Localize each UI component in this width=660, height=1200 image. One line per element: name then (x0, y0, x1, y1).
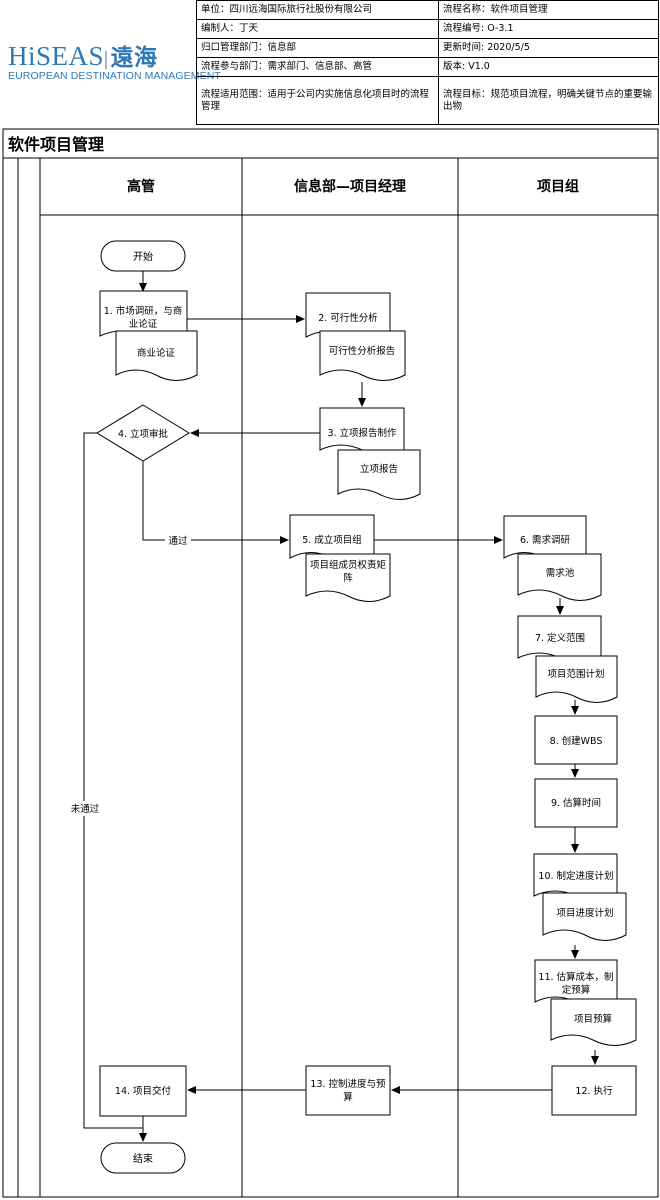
svg-text:2. 可行性分析: 2. 可行性分析 (318, 312, 378, 324)
label-fail: 未通过 (71, 803, 100, 815)
company-logo: HiSEAS|遠海 EUROPEAN DESTINATION MANAGEMEN… (0, 0, 221, 125)
diagram-frame (2, 128, 659, 1198)
step-1-market-research: 1. 市场调研，与商 业论证 (99, 290, 188, 342)
svg-text:3. 立项报告制作: 3. 立项报告制作 (327, 427, 397, 439)
logo-tagline: EUROPEAN DESTINATION MANAGEMENT (8, 70, 221, 82)
svg-text:项目进度计划: 项目进度计划 (556, 907, 613, 919)
step-12-execute: 12. 执行 (551, 1065, 637, 1116)
svg-text:业论证: 业论证 (129, 318, 158, 330)
logo-brand: HiSEAS|遠海 (8, 41, 158, 71)
step-8-create-wbs: 8. 创建WBS (534, 715, 618, 765)
svg-text:开始: 开始 (133, 250, 153, 263)
lane-header-executives: 高管 (127, 178, 155, 195)
doc-requirements-pool: 需求池 (517, 553, 602, 601)
step-4-approval-decision: 4. 立项审批 (96, 404, 190, 462)
arrow-4-pass-to-5 (142, 461, 289, 544)
svg-text:算: 算 (343, 1091, 353, 1103)
step-13-control-schedule-budget: 13. 控制进度与预 算 (305, 1065, 391, 1116)
doc-business-case: 商业论证 (115, 330, 198, 381)
svg-text:12. 执行: 12. 执行 (575, 1085, 613, 1097)
doc-budget: 项目预算 (550, 998, 637, 1046)
doc-schedule-plan: 项目进度计划 (542, 892, 627, 941)
step-14-project-delivery: 14. 项目交付 (99, 1065, 187, 1117)
svg-text:阵: 阵 (343, 572, 353, 584)
svg-text:8. 创建WBS: 8. 创建WBS (550, 735, 603, 747)
svg-text:立项报告: 立项报告 (360, 463, 398, 475)
arrow-4-fail-loop (83, 432, 147, 1142)
doc-scope-plan: 项目范围计划 (535, 655, 618, 703)
step-9-estimate-time: 9. 估算时间 (534, 778, 618, 828)
start-node: 开始 (100, 240, 186, 272)
svg-text:7. 定义范围: 7. 定义范围 (535, 632, 585, 644)
doc-project-report: 立项报告 (337, 449, 421, 500)
svg-text:11. 估算成本，制: 11. 估算成本，制 (538, 971, 613, 983)
svg-text:14. 项目交付: 14. 项目交付 (115, 1085, 172, 1097)
svg-text:项目范围计划: 项目范围计划 (547, 668, 604, 680)
lane-header-it-pm: 信息部—项目经理 (294, 178, 406, 195)
process-info-table: 单位：四川远海国际旅行社股份有限公司 流程名称：软件项目管理 编制人：丁天 流程… (196, 0, 659, 125)
lane-header-project-team: 项目组 (537, 178, 579, 195)
goal-cell: 流程目标：规范项目流程，明确关键节点的重要输出物 (438, 76, 659, 125)
diagram-title: 软件项目管理 (8, 135, 104, 154)
end-node: 结束 (100, 1142, 186, 1174)
svg-text:定预算: 定预算 (562, 984, 591, 996)
svg-text:结束: 结束 (133, 1152, 153, 1165)
svg-text:4. 立项审批: 4. 立项审批 (118, 428, 169, 440)
step-3-project-report: 3. 立项报告制作 (319, 407, 405, 456)
svg-text:项目预算: 项目预算 (574, 1013, 612, 1025)
scope-cell: 流程适用范围：适用于公司内实施信息化项目时的流程管理 (196, 76, 439, 125)
svg-text:13. 控制进度与预: 13. 控制进度与预 (310, 1078, 386, 1090)
doc-responsibility-matrix: 项目组成员权责矩 阵 (305, 553, 391, 602)
svg-text:1. 市场调研，与商: 1. 市场调研，与商 (104, 305, 183, 317)
doc-feasibility-report: 可行性分析报告 (319, 330, 406, 381)
label-pass: 通过 (168, 535, 188, 547)
svg-text:6. 需求调研: 6. 需求调研 (520, 534, 571, 546)
step-11-estimate-cost: 11. 估算成本，制 定预算 (534, 959, 618, 1008)
svg-text:9. 估算时间: 9. 估算时间 (551, 797, 601, 809)
svg-text:商业论证: 商业论证 (137, 347, 176, 359)
svg-text:可行性分析报告: 可行性分析报告 (329, 345, 396, 357)
svg-text:需求池: 需求池 (546, 567, 575, 579)
svg-text:5. 成立项目组: 5. 成立项目组 (302, 534, 362, 546)
svg-text:10. 制定进度计划: 10. 制定进度计划 (538, 870, 613, 882)
svg-text:项目组成员权责矩: 项目组成员权责矩 (310, 559, 387, 571)
